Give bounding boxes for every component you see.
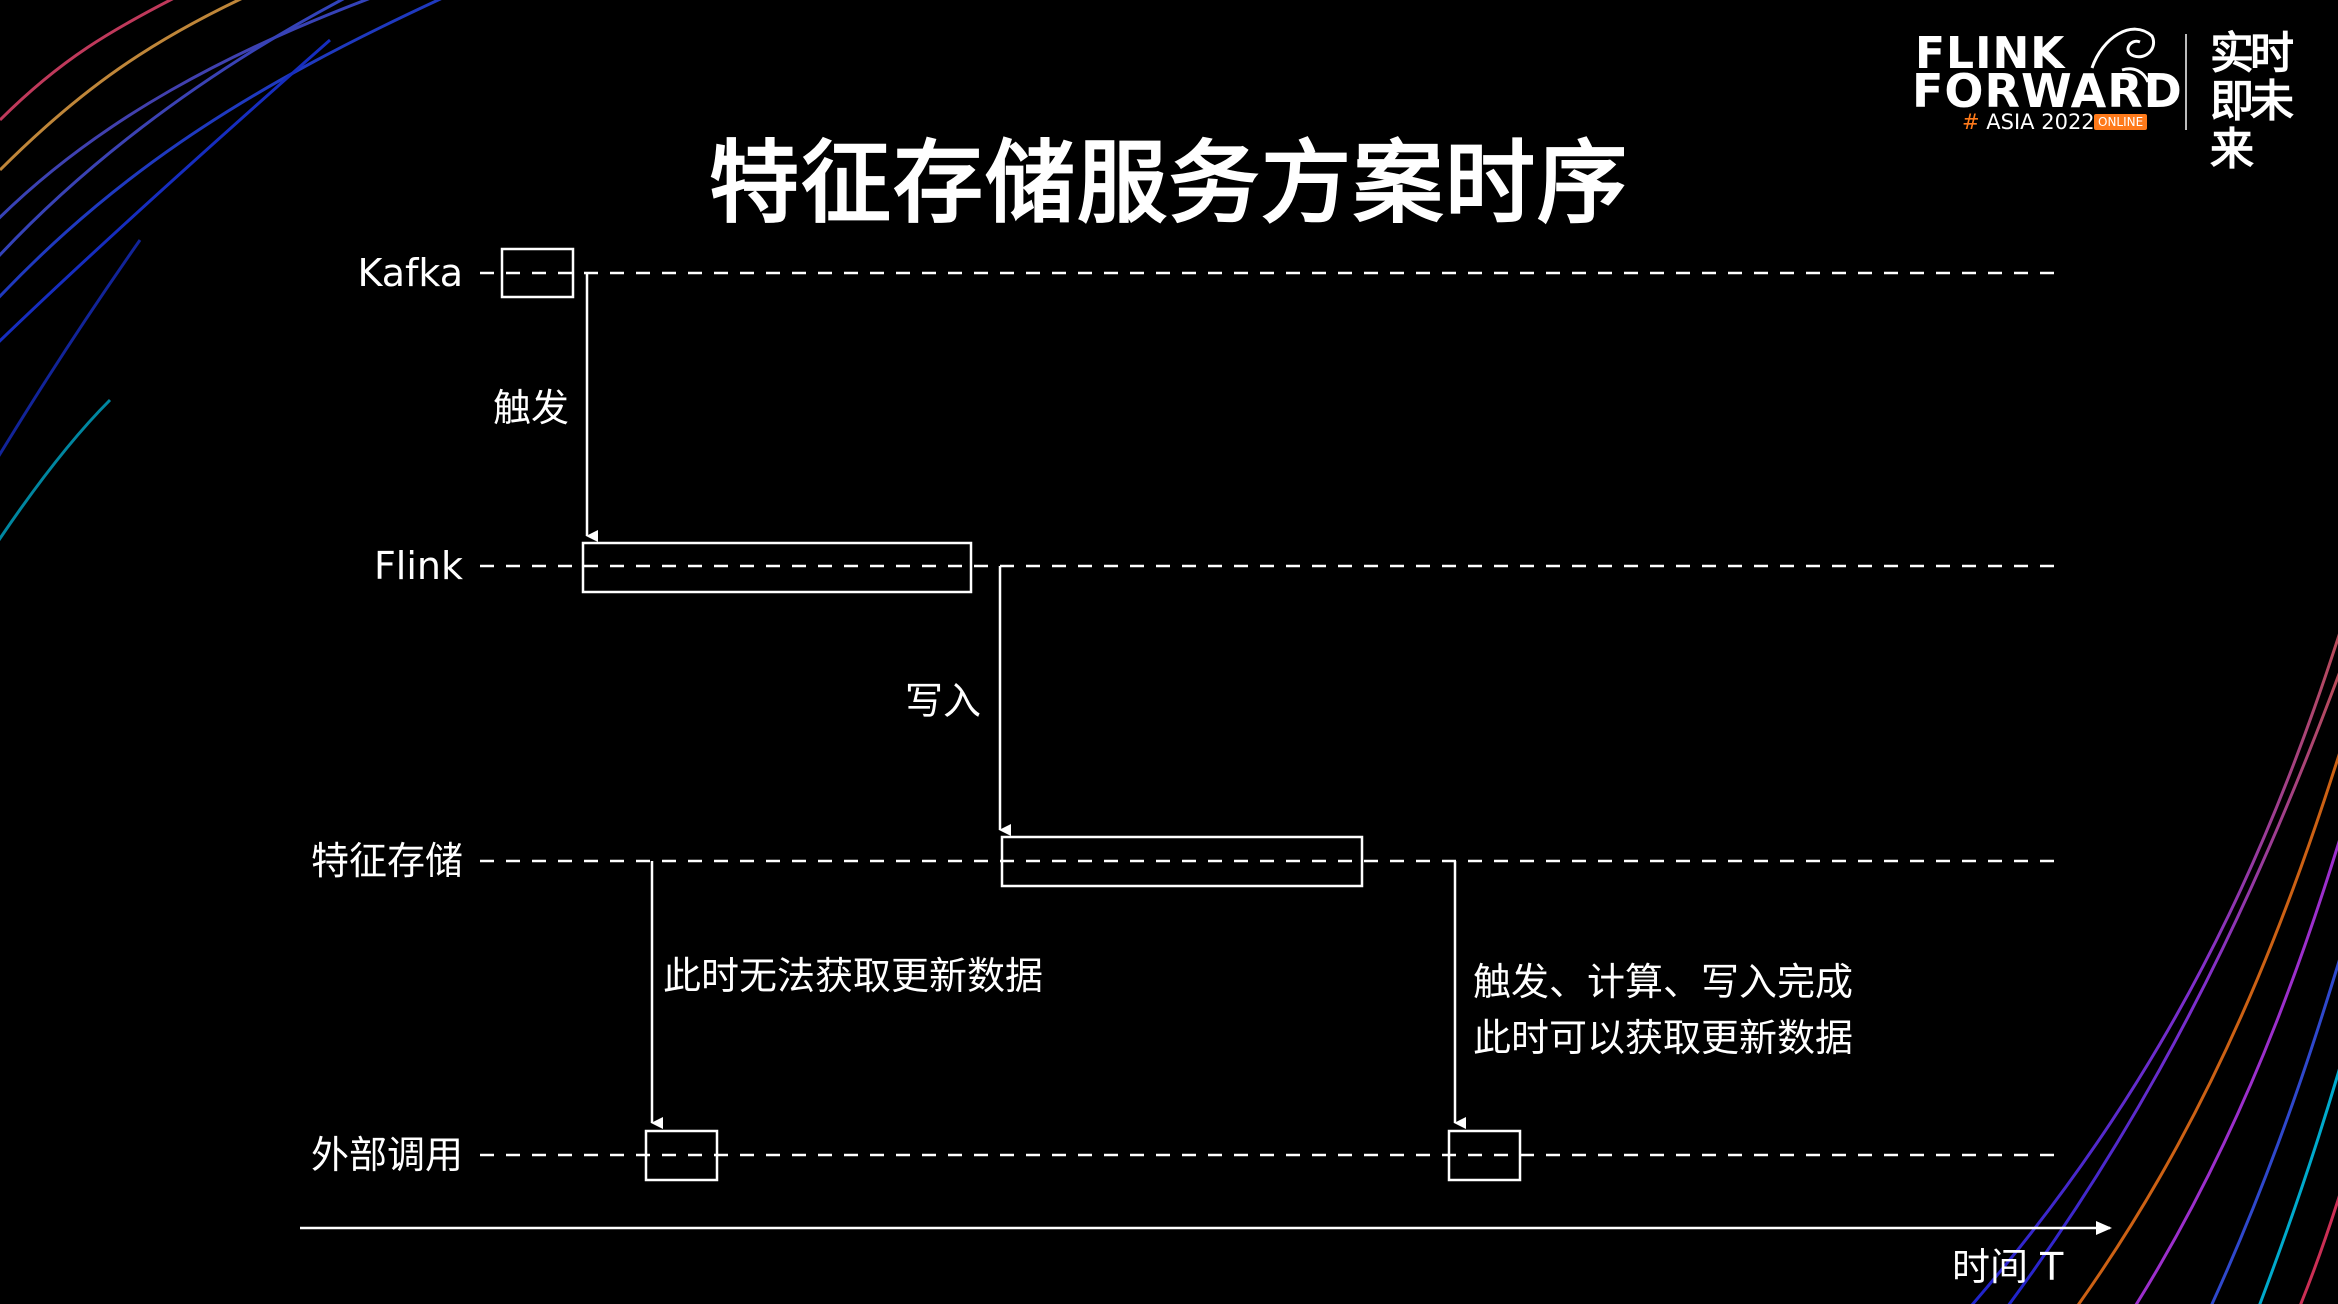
swirl-bottom-right bbox=[1970, 633, 2338, 1304]
lane-label-flink: Flink bbox=[373, 544, 463, 588]
logo-event: ASIA 2022 bbox=[1986, 110, 2095, 134]
external-call-box-early bbox=[644, 1129, 719, 1182]
logo-divider bbox=[2185, 34, 2187, 130]
kafka-activation-box bbox=[500, 247, 575, 299]
logo-forward-text: FORWARD bbox=[1912, 64, 2183, 118]
logo-slogan: 实时即未来 bbox=[2210, 28, 2294, 175]
arrow-label-not-available: 此时无法获取更新数据 bbox=[663, 954, 1044, 998]
logo-event-text: # ASIA 2022 bbox=[1962, 110, 2095, 134]
arrow-label-done-line2: 此时可以获取更新数据 bbox=[1473, 1016, 1854, 1060]
swirl-top-left bbox=[0, 0, 442, 542]
flink-activation-box bbox=[581, 541, 973, 594]
arrow-label-done-line1: 触发、计算、写入完成 bbox=[1473, 960, 1854, 1004]
logo-online-badge: ONLINE bbox=[2094, 114, 2148, 130]
feature-store-activation-box bbox=[1000, 835, 1364, 888]
time-axis-label: 时间 T bbox=[1952, 1245, 2064, 1289]
external-call-box-late bbox=[1447, 1129, 1522, 1182]
slide-title: 特征存储服务方案时序 bbox=[709, 131, 1629, 236]
squirrel-icon bbox=[2090, 27, 2155, 83]
logo-flink-text: FLINK bbox=[1915, 28, 2066, 79]
lane-label-external-call: 外部调用 bbox=[310, 1133, 463, 1177]
arrow-label-trigger: 触发 bbox=[493, 386, 570, 430]
arrow-label-write: 写入 bbox=[905, 679, 982, 723]
lane-label-kafka: Kafka bbox=[357, 251, 463, 295]
lane-label-feature-store: 特征存储 bbox=[310, 839, 463, 883]
logo-hash: # bbox=[1962, 110, 1980, 134]
